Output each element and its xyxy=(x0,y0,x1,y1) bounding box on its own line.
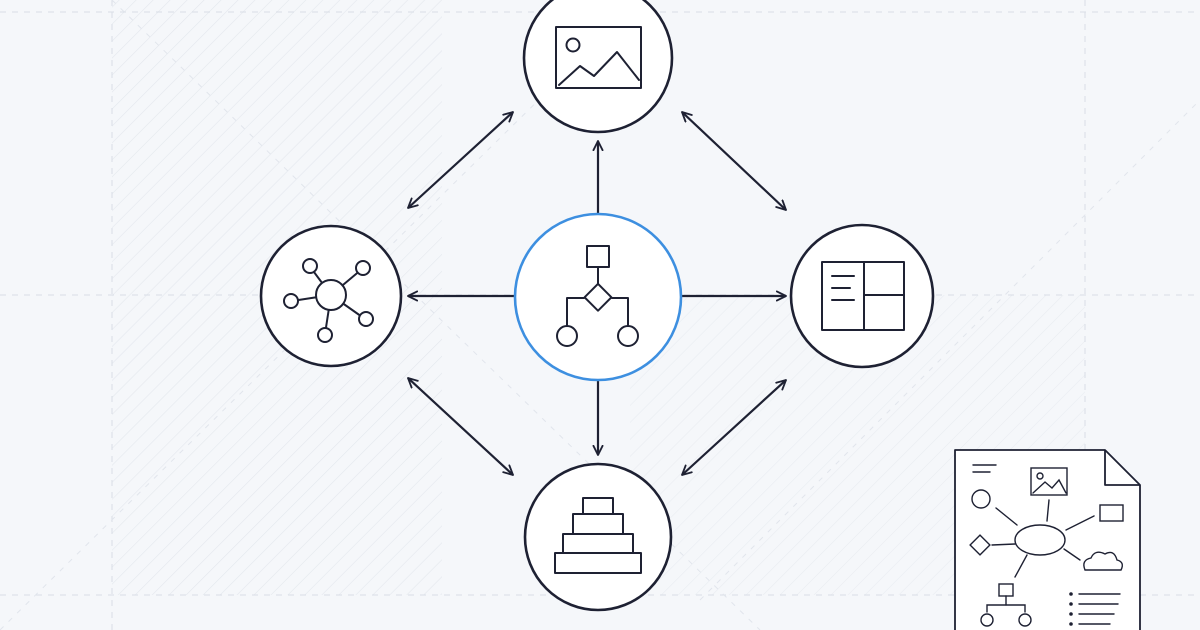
arrow-bottom-right xyxy=(681,379,787,476)
node-top-ring xyxy=(522,0,674,134)
network-icon xyxy=(283,258,374,343)
arrow-left-top xyxy=(407,111,514,209)
arrow-left-bottom xyxy=(407,377,514,476)
image-icon xyxy=(555,26,642,89)
node-bottom[interactable] xyxy=(523,462,673,612)
node-top[interactable] xyxy=(522,0,674,134)
node-right-ring xyxy=(789,223,935,369)
mind-map-document-icon xyxy=(954,449,1141,630)
flowchart-icon xyxy=(556,245,639,347)
connectors xyxy=(407,111,787,476)
arrow-top-right xyxy=(681,111,787,211)
node-left[interactable] xyxy=(259,224,403,368)
node-right[interactable] xyxy=(789,223,935,369)
node-bottom-ring xyxy=(523,462,673,612)
pyramid-icon xyxy=(554,497,642,574)
node-center-ring xyxy=(513,212,683,382)
layout-panel-icon xyxy=(821,261,905,331)
node-center[interactable] xyxy=(513,212,683,382)
guide-diagonal-3 xyxy=(699,99,1200,601)
